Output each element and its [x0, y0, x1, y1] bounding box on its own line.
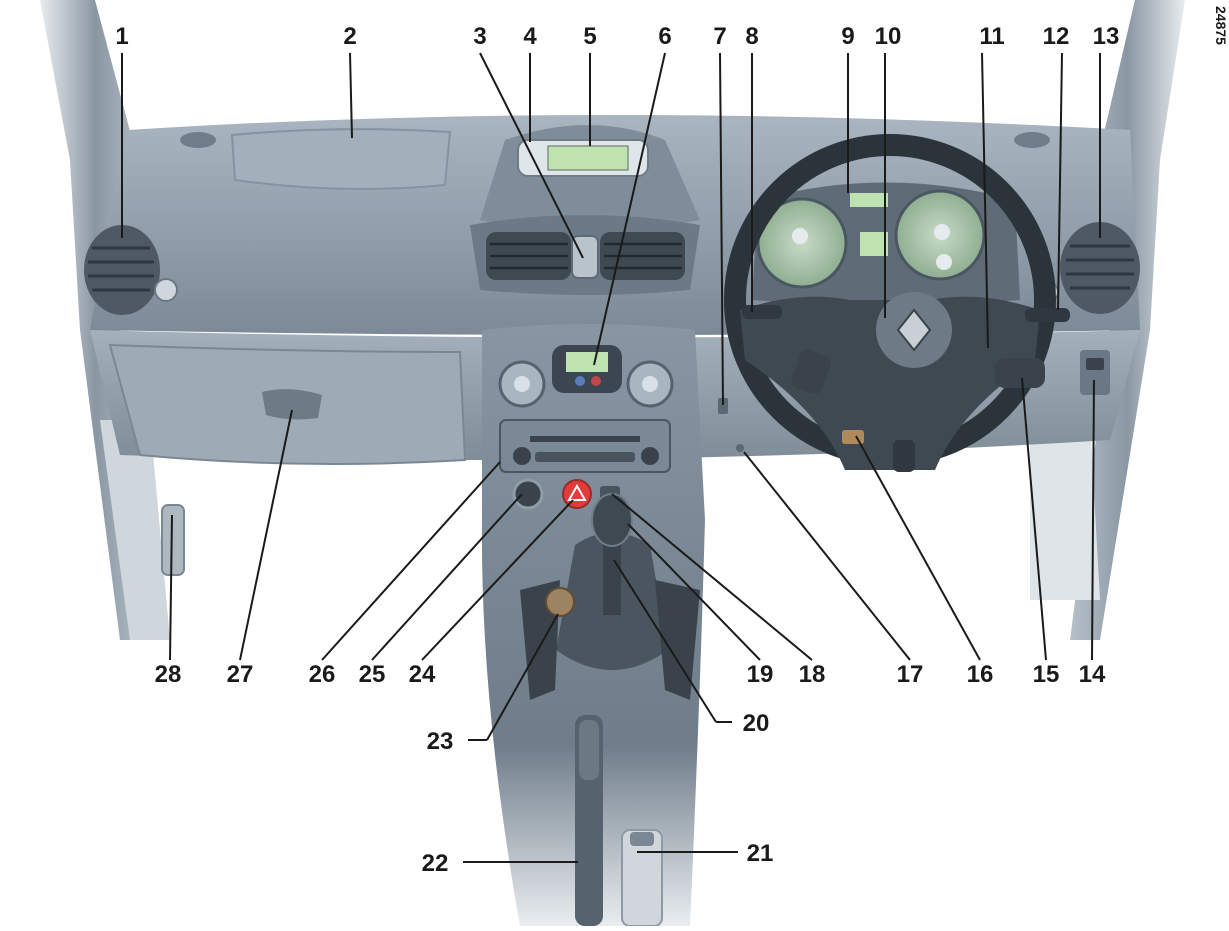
- console-switch-25: [512, 478, 544, 510]
- left-vent-knob: [154, 278, 178, 302]
- callout-6: 6: [658, 23, 671, 50]
- callout-26: 26: [309, 661, 336, 688]
- callout-9: 9: [841, 23, 854, 50]
- callout-2: 2: [343, 23, 356, 50]
- callout-24: 24: [409, 661, 436, 688]
- fuse-box-marker: [736, 444, 744, 452]
- callout-1: 1: [115, 23, 128, 50]
- bonnet-release-handle: [842, 430, 864, 444]
- callout-8: 8: [745, 23, 758, 50]
- hazard-triangle-icon: [567, 483, 587, 501]
- callout-18: 18: [799, 661, 826, 688]
- callout-11: 11: [979, 23, 1004, 50]
- left-door-edge: [100, 420, 170, 640]
- callout-23: 23: [427, 728, 454, 755]
- speedometer-hub: [792, 228, 808, 244]
- callout-3: 3: [473, 23, 486, 50]
- callout-14: 14: [1079, 661, 1106, 688]
- wiper-stalk: [1025, 308, 1070, 322]
- gear-lever-knob: [591, 493, 633, 547]
- callout-5: 5: [583, 23, 596, 50]
- callout-21: 21: [747, 840, 774, 867]
- right-stalk-lower: [791, 349, 831, 395]
- climate-knob-left-centre: [514, 376, 530, 392]
- cigarette-lighter: [545, 587, 575, 617]
- reference-code: 24875: [1213, 6, 1229, 45]
- callout-27: 27: [227, 661, 254, 688]
- glovebox-handle: [262, 389, 322, 420]
- callout-17: 17: [897, 661, 924, 688]
- tachometer-sub-dial: [936, 254, 952, 270]
- left-air-vent: [84, 225, 160, 315]
- callout-4: 4: [523, 23, 537, 50]
- right-door-edge: [1030, 420, 1100, 600]
- rear-storage-top: [630, 832, 654, 846]
- radio-cd-slot: [530, 436, 640, 442]
- steering-wheel-spokes: [740, 296, 1040, 470]
- callout-19: 19: [747, 661, 774, 688]
- side-switch-panel: [1080, 350, 1110, 395]
- handbrake-grip: [579, 720, 599, 780]
- callout-20: 20: [743, 710, 770, 737]
- passenger-airbag-panel: [230, 128, 452, 190]
- callout-13: 13: [1093, 23, 1120, 50]
- callout-15: 15: [1033, 661, 1060, 688]
- info-display-screen: [547, 145, 629, 171]
- brand-logo-icon: [896, 308, 932, 352]
- steering-column-switch: [893, 440, 915, 472]
- callout-10: 10: [875, 23, 902, 50]
- cluster-display-lower: [860, 232, 888, 256]
- callout-22: 22: [422, 850, 449, 877]
- gear-lever-shaft: [603, 535, 621, 615]
- climate-display-screen: [566, 352, 608, 372]
- tachometer-hub: [934, 224, 950, 240]
- lighting-stalk: [742, 305, 782, 319]
- callout-25: 25: [359, 661, 386, 688]
- radio-knob-right: [641, 447, 659, 465]
- radio-knob-left: [513, 447, 531, 465]
- climate-button-blue: [575, 376, 585, 386]
- callout-28: 28: [155, 661, 182, 688]
- dash-switch-7: [718, 398, 728, 414]
- central-vent-control: [571, 235, 599, 279]
- callout-7: 7: [713, 23, 726, 50]
- demister-right: [1014, 132, 1050, 148]
- radio-buttons: [535, 452, 635, 462]
- climate-button-red: [591, 376, 601, 386]
- callout-16: 16: [967, 661, 994, 688]
- demister-left: [180, 132, 216, 148]
- cruise-control-stalk: [995, 358, 1045, 388]
- callout-12: 12: [1043, 23, 1070, 50]
- cup-holder-right: [655, 580, 700, 700]
- climate-knob-right-centre: [642, 376, 658, 392]
- cluster-display-upper: [850, 193, 888, 207]
- side-switch-button: [1086, 358, 1104, 370]
- leader-lines: [121, 52, 1101, 863]
- door-pocket: [161, 504, 185, 576]
